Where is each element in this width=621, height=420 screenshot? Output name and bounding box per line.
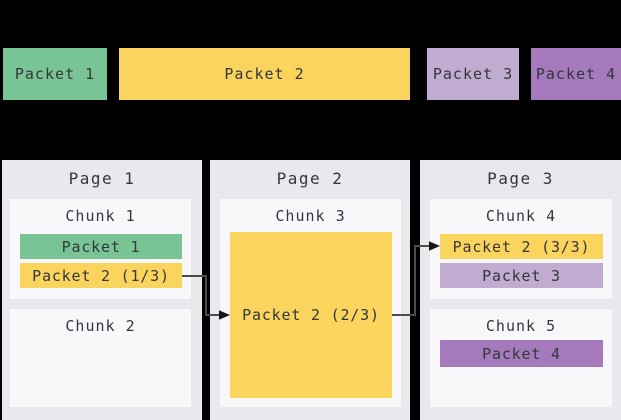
packet-4-box: Packet 4 bbox=[531, 48, 621, 100]
chunk-1-title: Chunk 1 bbox=[65, 207, 136, 225]
chunk-5-box: Chunk 5 Packet 4 bbox=[430, 309, 612, 407]
page-2-panel: Page 2 Chunk 3 Packet 2 (2/3) bbox=[210, 160, 410, 420]
chunk-3-title: Chunk 3 bbox=[275, 207, 346, 225]
packet-4-bar: Packet 4 bbox=[440, 340, 603, 367]
page-2-title: Page 2 bbox=[276, 169, 344, 188]
packet-3-bar: Packet 3 bbox=[440, 263, 603, 288]
packet-2-part1-bar: Packet 2 (1/3) bbox=[20, 263, 182, 288]
packet-2-part2-bar: Packet 2 (2/3) bbox=[230, 232, 392, 398]
chunk-1-box: Chunk 1 Packet 1 Packet 2 (1/3) bbox=[10, 199, 191, 299]
packet-3-box: Packet 3 bbox=[427, 48, 519, 100]
chunk-4-box: Chunk 4 Packet 2 (3/3) Packet 3 bbox=[430, 199, 612, 299]
chunk-5-title: Chunk 5 bbox=[485, 317, 557, 335]
page-1-panel: Page 1 Chunk 1 Packet 1 Packet 2 (1/3) C… bbox=[2, 160, 202, 420]
chunk-4-title: Chunk 4 bbox=[485, 207, 557, 225]
packet-1-bar: Packet 1 bbox=[20, 234, 182, 259]
chunk-2-box: Chunk 2 bbox=[10, 309, 191, 407]
packet-2-box: Packet 2 bbox=[119, 48, 410, 100]
chunk-3-box: Chunk 3 Packet 2 (2/3) bbox=[220, 199, 401, 407]
packet-2-part3-bar: Packet 2 (3/3) bbox=[440, 234, 603, 259]
page-1-title: Page 1 bbox=[68, 169, 136, 188]
page-3-title: Page 3 bbox=[487, 169, 554, 188]
page-3-panel: Page 3 Chunk 4 Packet 2 (3/3) Packet 3 C… bbox=[420, 160, 621, 420]
packet-1-box: Packet 1 bbox=[3, 48, 107, 100]
chunk-2-title: Chunk 2 bbox=[65, 317, 136, 335]
